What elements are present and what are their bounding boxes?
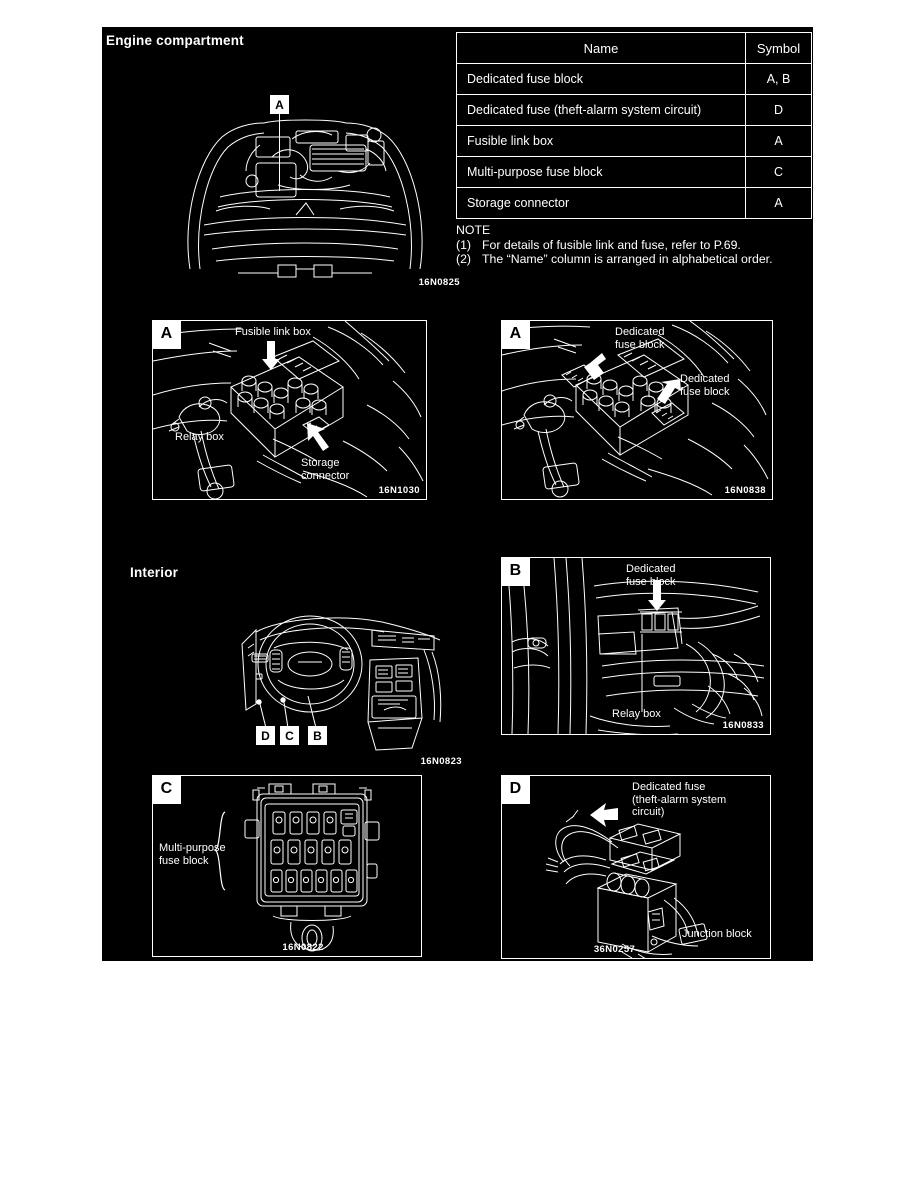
caption-junction-block: Junction block: [682, 928, 752, 940]
callout-b: B: [308, 726, 327, 745]
interior-heading: Interior: [130, 565, 179, 580]
figure-id: 16N1030: [378, 485, 420, 496]
panel-badge-c: C: [153, 776, 182, 805]
cell-name: Storage connector: [456, 187, 746, 219]
note-item: (1) For details of fusible link and fuse…: [456, 238, 773, 253]
engine-compartment-illustration: A 16N0825: [160, 79, 460, 288]
caption-multi-purpose-fuse-block: Multi-purpose fuse block: [159, 842, 226, 867]
theft-alarm-fuse-line-art: [502, 776, 771, 959]
panel-badge-label: D: [509, 780, 522, 798]
multi-purpose-fuse-block-line-art: [153, 776, 422, 957]
table-header-row: Name Symbol: [456, 32, 812, 64]
down-arrow-icon: [261, 341, 281, 371]
table-row: Storage connector A: [456, 187, 812, 219]
cell-symbol: A, B: [745, 63, 812, 95]
callout-d: D: [256, 726, 275, 745]
caption-dedicated-fuse-block-left: Dedicated fuse block: [615, 326, 665, 351]
caption-relay-box: Relay box: [612, 708, 661, 720]
cell-symbol: A: [745, 187, 812, 219]
cell-symbol: C: [745, 156, 812, 188]
cell-symbol: D: [745, 94, 812, 126]
note-number: (1): [456, 237, 472, 252]
up-left-arrow-icon: [305, 421, 331, 451]
callout-c: C: [280, 726, 299, 745]
figure-id: 16N0833: [722, 720, 764, 731]
cell-name: Fusible link box: [456, 125, 746, 157]
column-header-name: Name: [456, 32, 746, 64]
note-title: NOTE: [456, 223, 491, 237]
interior-dashboard-line-art: [212, 592, 442, 757]
panel-badge-a: A: [153, 321, 182, 350]
caption-storage-connector: Storage connector: [301, 457, 350, 482]
panel-d-dedicated-fuse-theft-alarm: Dedicated fuse (theft-alarm system circu…: [501, 775, 771, 959]
dedicated-fuse-block-photo-line-art: [502, 321, 773, 500]
figure-id: 36N0257: [593, 944, 636, 955]
callout-label: B: [313, 728, 322, 743]
panel-a-dedicated-fuse-block: Dedicated fuse block Dedicated fuse bloc…: [501, 320, 773, 500]
panel-b-photo-line-art: [502, 558, 771, 735]
panel-b-dedicated-fuse-block: Dedicated fuse block Relay box B 16N0833: [501, 557, 771, 735]
panel-badge-label: A: [509, 325, 522, 343]
down-left-arrow-icon: [582, 353, 606, 381]
callout-a: A: [270, 95, 289, 114]
cell-name: Multi-purpose fuse block: [456, 156, 746, 188]
down-right-arrow-icon: [654, 377, 682, 407]
caption-relay-box: Relay box: [175, 431, 224, 443]
callout-leader-line: [279, 113, 281, 191]
column-header-symbol: Symbol: [745, 32, 812, 64]
caption-dedicated-fuse-theft-alarm: Dedicated fuse (theft-alarm system circu…: [632, 781, 727, 818]
figure-id: 16N0823: [420, 756, 462, 767]
panel-badge-a: A: [502, 321, 531, 350]
note-text: For details of fusible link and fuse, re…: [482, 237, 741, 252]
panel-badge-label: A: [160, 325, 173, 343]
interior-dashboard-illustration: D C B 16N0823: [212, 592, 462, 767]
caption-dedicated-fuse-block: Dedicated fuse block: [626, 563, 676, 588]
engine-compartment-line-art: [160, 79, 450, 284]
callout-label: C: [285, 728, 294, 743]
cell-symbol: A: [745, 125, 812, 157]
figure-id: 16N0822: [282, 942, 324, 953]
figure-id: 16N0838: [724, 485, 766, 496]
fusible-link-box-photo-line-art: [153, 321, 427, 500]
caption-fusible-link-box: Fusible link box: [235, 326, 311, 338]
panel-badge-label: C: [160, 780, 173, 798]
panel-a-fusible-link-box: Fusible link box Relay box Storage conne…: [152, 320, 427, 500]
callout-label: A: [275, 97, 284, 112]
fuse-reference-table: Name Symbol Dedicated fuse block A, B De…: [456, 32, 812, 219]
note-block: NOTE (1) For details of fusible link and…: [456, 223, 773, 267]
note-item: (2) The “Name” column is arranged in alp…: [456, 252, 773, 267]
table-row: Dedicated fuse (theft-alarm system circu…: [456, 94, 812, 126]
panel-badge-label: B: [509, 562, 522, 580]
table-row: Dedicated fuse block A, B: [456, 63, 812, 95]
callout-label: D: [261, 728, 270, 743]
up-left-arrow-icon: [588, 800, 620, 828]
panel-badge-d: D: [502, 776, 531, 805]
figure-id: 16N0825: [418, 277, 460, 288]
engine-compartment-heading: Engine compartment: [106, 33, 244, 48]
table-row: Fusible link box A: [456, 125, 812, 157]
cell-name: Dedicated fuse block: [456, 63, 746, 95]
note-number: (2): [456, 252, 472, 267]
panel-badge-b: B: [502, 558, 531, 587]
down-arrow-icon: [647, 580, 667, 612]
panel-c-multi-purpose-fuse-block: Multi-purpose fuse block C 16N0822: [152, 775, 422, 957]
table-row: Multi-purpose fuse block C: [456, 156, 812, 188]
caption-dedicated-fuse-block-right: Dedicated fuse block: [680, 373, 730, 398]
note-text: The “Name” column is arranged in alphabe…: [482, 252, 773, 267]
cell-name: Dedicated fuse (theft-alarm system circu…: [456, 94, 746, 126]
scanned-content-area: Engine compartment Interior Name Symbol …: [102, 27, 813, 961]
